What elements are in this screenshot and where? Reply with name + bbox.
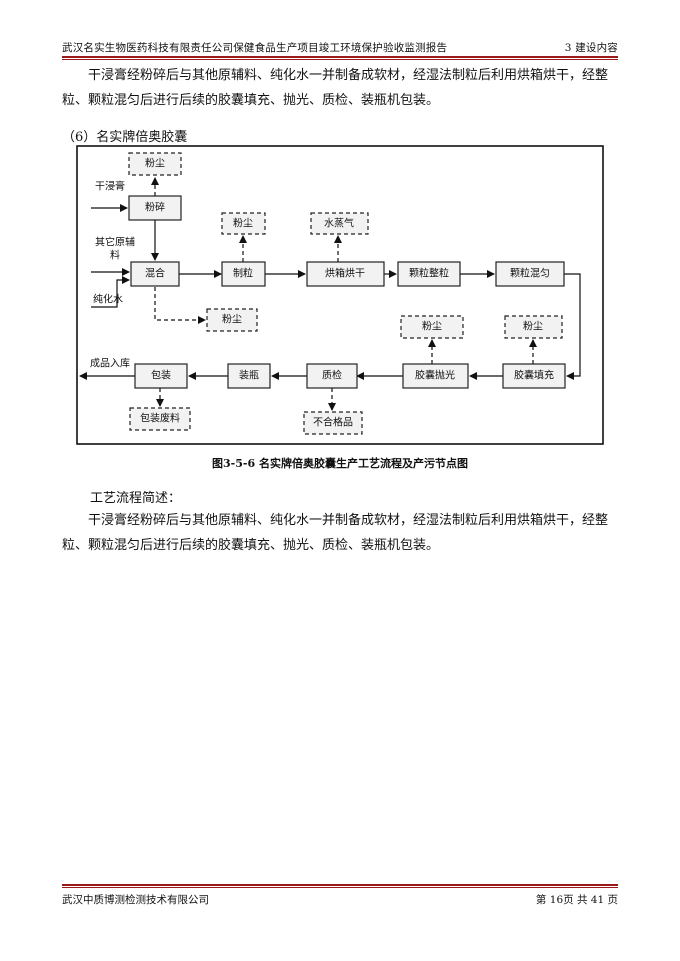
footer-rule <box>62 884 618 886</box>
pollutant-pack-waste: 包装废料 <box>129 407 191 431</box>
paragraph-process-summary: 干浸膏经粉碎后与其他原辅料、纯化水一并制备成软材，经湿法制粒后利用烘箱烘干，经整… <box>62 513 609 553</box>
svg-text:包装废料: 包装废料 <box>140 412 180 425</box>
input-water-label: 纯化水 <box>93 293 123 306</box>
svg-text:颗粒整粒: 颗粒整粒 <box>409 267 449 280</box>
step-qc: 质检 <box>306 363 358 389</box>
arrow-water-mix <box>91 276 130 308</box>
svg-text:胶囊填充: 胶囊填充 <box>514 369 554 382</box>
pollutant-dust-polish: 粉尘 <box>400 315 464 339</box>
svg-text:包装: 包装 <box>151 369 171 382</box>
pollutant-dust-granulate: 粉尘 <box>221 212 266 235</box>
footer-rule-thin <box>62 887 618 888</box>
step-bottle: 装瓶 <box>227 363 271 389</box>
footer-page-number: 第 16页 共 41 页 <box>535 894 618 906</box>
arrow-mix-dust <box>154 287 206 324</box>
process-flow-diagram: 干浸膏 其它原辅 料 纯化水 成品入库 粉碎 混合 制粒 烘箱烘干 颗粒整粒 颗… <box>76 145 604 445</box>
pollutant-dust-grind: 粉尘 <box>128 152 182 176</box>
arrow-blend-fill <box>564 273 581 380</box>
svg-text:粉尘: 粉尘 <box>145 157 165 170</box>
svg-text:不合格品: 不合格品 <box>313 416 353 429</box>
pollutant-steam: 水蒸气 <box>310 212 369 235</box>
svg-text:胶囊抛光: 胶囊抛光 <box>415 369 455 382</box>
step-grind: 粉碎 <box>128 195 182 221</box>
step-dry: 烘箱烘干 <box>306 261 385 287</box>
figure-caption: 图3-5-6 名实牌倍奥胶囊生产工艺流程及产污节点图 <box>212 457 468 470</box>
svg-text:水蒸气: 水蒸气 <box>324 217 354 230</box>
header-section: 3 建设内容 <box>564 42 618 54</box>
intro-title: 工艺流程简述： <box>90 491 182 506</box>
svg-text:粉尘: 粉尘 <box>422 320 442 333</box>
step-blend: 颗粒混匀 <box>495 261 565 287</box>
step-size: 颗粒整粒 <box>397 261 461 287</box>
step-polish: 胶囊抛光 <box>402 363 469 389</box>
pollutant-dust-fill: 粉尘 <box>504 315 563 339</box>
input-other-label-2: 料 <box>110 249 120 262</box>
header-rule <box>62 56 618 58</box>
svg-text:混合: 混合 <box>145 267 165 280</box>
output-product-label: 成品入库 <box>90 357 130 370</box>
step-pack: 包装 <box>134 363 188 389</box>
header-rule-thin <box>62 59 618 60</box>
footer-company: 武汉中质博测检测技术有限公司 <box>62 894 209 906</box>
section-subtitle: （6）名实牌倍奥胶囊 <box>62 130 188 145</box>
step-granulate: 制粒 <box>221 261 266 287</box>
pollutant-dust-mix: 粉尘 <box>206 308 258 332</box>
header-title: 武汉名实生物医药科技有限责任公司保健食品生产项目竣工环境保护验收监测报告 <box>62 42 448 54</box>
svg-text:粉尘: 粉尘 <box>222 313 242 326</box>
svg-text:粉尘: 粉尘 <box>523 320 543 333</box>
svg-text:烘箱烘干: 烘箱烘干 <box>325 267 365 280</box>
input-extract-label: 干浸膏 <box>95 180 125 193</box>
svg-text:装瓶: 装瓶 <box>239 369 259 382</box>
diagram-frame <box>76 145 604 445</box>
svg-text:粉尘: 粉尘 <box>233 217 253 230</box>
svg-text:制粒: 制粒 <box>233 267 253 280</box>
step-mix: 混合 <box>130 261 180 287</box>
svg-text:质检: 质检 <box>322 369 342 382</box>
svg-text:粉碎: 粉碎 <box>145 201 165 214</box>
pollutant-reject: 不合格品 <box>303 411 363 435</box>
step-fill: 胶囊填充 <box>502 363 566 389</box>
input-other-label: 其它原辅 <box>95 236 135 249</box>
svg-text:颗粒混匀: 颗粒混匀 <box>510 267 550 280</box>
paragraph-intro: 干浸膏经粉碎后与其他原辅料、纯化水一并制备成软材，经湿法制粒后利用烘箱烘干，经整… <box>62 68 609 108</box>
